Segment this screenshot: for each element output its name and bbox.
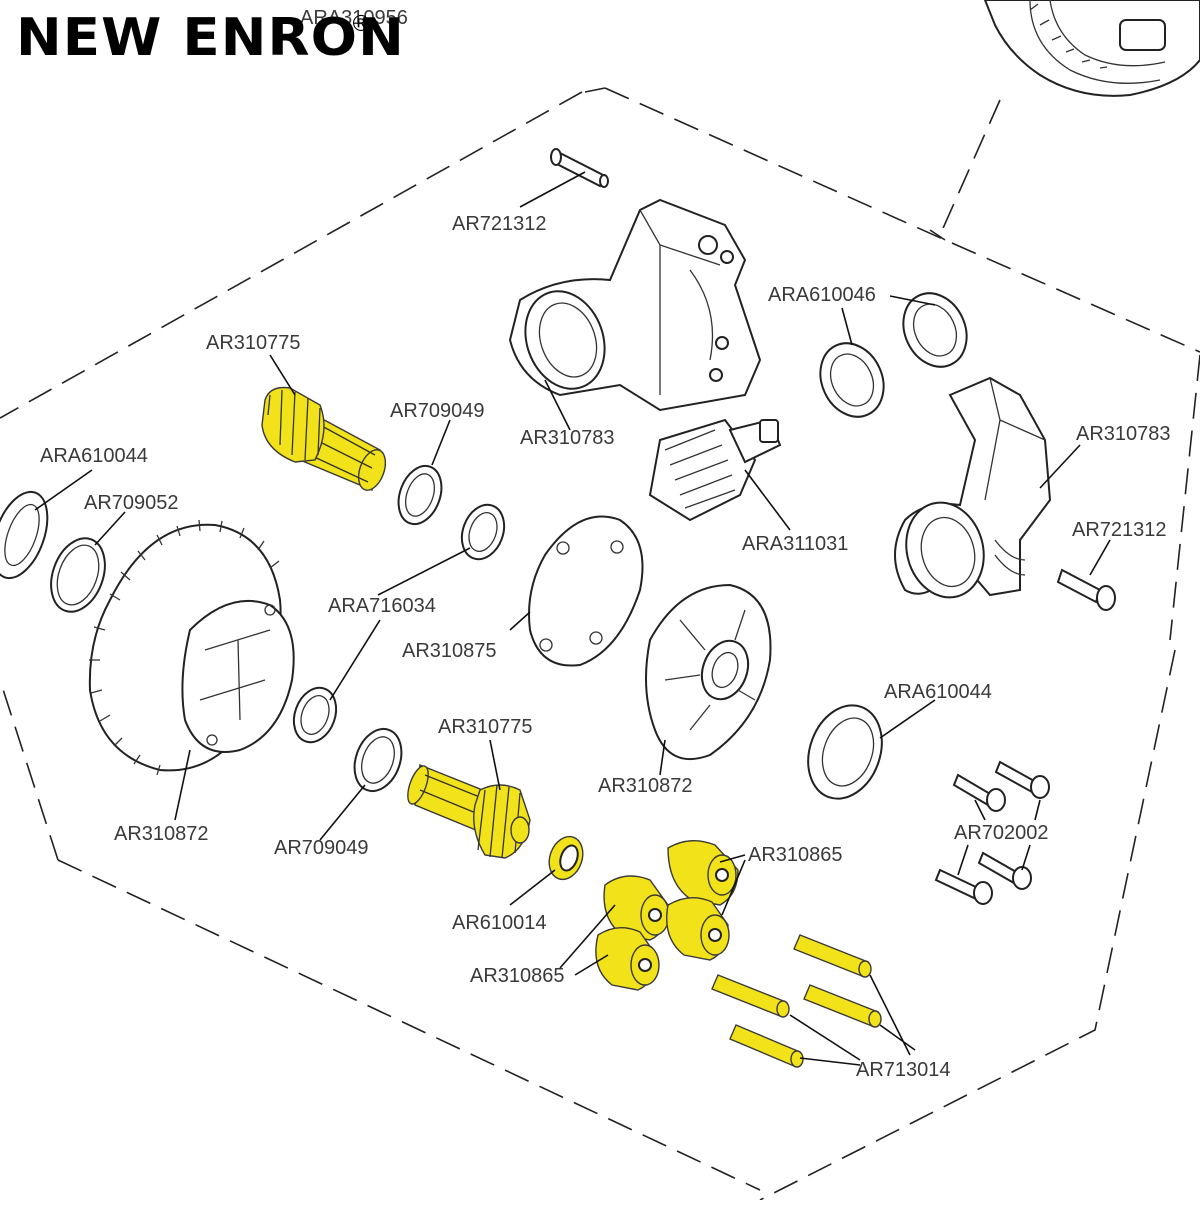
pin-ar713014-4	[729, 1024, 804, 1068]
label-ar310775-top: AR310775	[206, 332, 301, 354]
group-outline-top-link	[929, 99, 1001, 241]
registered-mark: ®	[350, 12, 372, 37]
label-ar310865-bottom: AR310865	[470, 965, 565, 987]
group-outline-right	[1169, 354, 1200, 641]
label-ar310775-bottom: AR310775	[438, 716, 533, 738]
pin-ar713014-3	[803, 984, 882, 1028]
spider-gear-2	[603, 875, 670, 941]
label-ar709052: AR709052	[84, 492, 179, 514]
label-ar310783-right: AR310783	[1076, 423, 1171, 445]
label-ara716034: ARA716034	[328, 595, 436, 617]
part-labels: ARA310956 AR721312 ARA610046 AR310783 AR…	[40, 7, 1171, 1081]
label-ar702002: AR702002	[954, 822, 1049, 844]
label-ar721312-top: AR721312	[452, 213, 547, 235]
pinion-gear-ara311031	[648, 418, 782, 522]
label-ar709049-top: AR709049	[390, 400, 485, 422]
shim-ar709049-top	[397, 464, 443, 526]
label-ara310956: ARA310956	[300, 7, 408, 29]
label-ar310872-center: AR310872	[598, 775, 693, 797]
label-ar310872-left: AR310872	[114, 823, 209, 845]
label-ar721312-right: AR721312	[1072, 519, 1167, 541]
housing-ar310783-right	[894, 376, 1052, 599]
shim-ara716034	[292, 686, 338, 744]
group-outline-lower	[57, 859, 761, 1191]
bearing-ara610044-right	[807, 704, 883, 800]
housing-ar310783-left	[508, 198, 762, 412]
brand-logo: NEW ENRON	[16, 8, 405, 68]
label-ar310865-top: AR310865	[748, 844, 843, 866]
shim-upper	[460, 503, 506, 561]
label-ara311031: ARA311031	[742, 533, 848, 555]
spider-gear-4	[595, 927, 660, 991]
spider-gear-1	[667, 840, 739, 906]
leader-lines	[34, 171, 1111, 1066]
spider-gear-3	[666, 897, 730, 961]
label-ar713014: AR713014	[856, 1059, 951, 1081]
label-ara610046: ARA610046	[768, 284, 876, 306]
pin-ar721312-top	[550, 148, 609, 188]
label-ar610014: AR610014	[452, 912, 547, 934]
group-outline	[0, 87, 1200, 1201]
gear-shaft-ar310775-top	[261, 386, 387, 491]
bearing-ara610044-left	[0, 490, 49, 580]
ring-gear-assembly-top	[983, 0, 1200, 97]
label-ar709049-bottom: AR709049	[274, 837, 369, 859]
pin-ar713014-1	[793, 934, 872, 978]
label-ar310875: AR310875	[402, 640, 497, 662]
shim-ar709049-bottom	[353, 728, 403, 792]
bearing-ara610046-a	[819, 342, 885, 418]
label-ara610044-right: ARA610044	[884, 681, 992, 703]
bolts-ar702002	[934, 760, 1050, 905]
ring-gear-ar310872-left	[88, 519, 295, 776]
label-ara610044-left: ARA610044	[40, 445, 148, 467]
gear-shaft-ar310775-bottom	[407, 764, 531, 859]
pin-ar713014-2	[711, 974, 790, 1018]
bushing-ar610014	[548, 835, 584, 881]
gasket-ar310875	[528, 515, 644, 667]
bearing-ara610046-b	[902, 292, 968, 368]
diff-cover-ar310872-center	[645, 583, 772, 760]
shim-ar709052	[50, 537, 106, 613]
label-ar310783-left: AR310783	[520, 427, 615, 449]
bolt-ar721312-right	[1056, 568, 1116, 611]
